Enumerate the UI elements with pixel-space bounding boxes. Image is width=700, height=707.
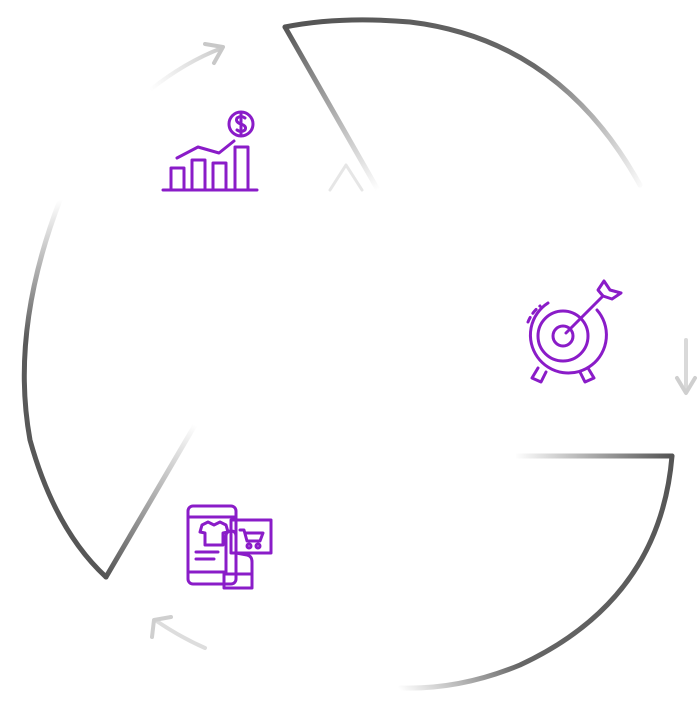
target-arrow-icon xyxy=(526,279,623,384)
flow-arrow-bottom-icon xyxy=(150,615,207,650)
inner-arrow-faint xyxy=(328,163,364,192)
mobile-shopping-icon xyxy=(186,504,273,590)
growth-chart-dollar-icon xyxy=(161,110,259,192)
segment-bottom-right-outline xyxy=(397,453,675,691)
segment-top-right-outline xyxy=(282,17,643,193)
segment-left-outline xyxy=(21,197,198,580)
flow-arrow-right-icon xyxy=(675,338,697,395)
flow-arrow-top-icon xyxy=(148,42,225,92)
